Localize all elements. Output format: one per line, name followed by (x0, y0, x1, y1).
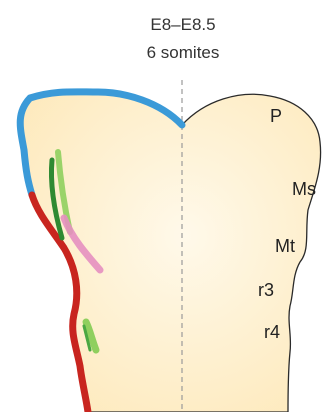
label-p: P (270, 106, 282, 126)
label-ms: Ms (292, 179, 316, 199)
label-r4: r4 (264, 322, 280, 342)
somite-count-label: 6 somites (147, 43, 220, 62)
label-r3: r3 (258, 280, 274, 300)
label-mt: Mt (275, 236, 295, 256)
stage-label: E8–E8.5 (150, 15, 215, 34)
